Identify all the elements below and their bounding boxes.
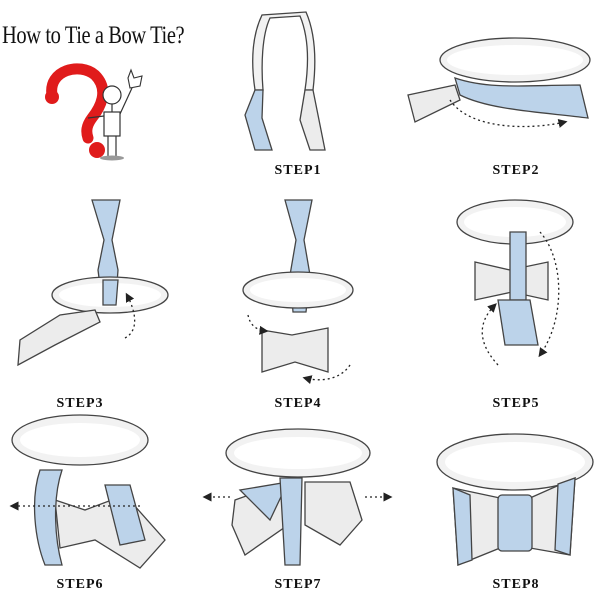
step3-label: STEP3 xyxy=(56,396,104,411)
step4-label: STEP4 xyxy=(274,396,322,411)
step3-illustration xyxy=(17,199,169,367)
step5-label: STEP5 xyxy=(492,396,540,411)
step5-illustration xyxy=(456,199,574,366)
step7-illustration xyxy=(202,428,393,566)
step4-illustration xyxy=(242,199,354,385)
step6-illustration xyxy=(9,414,166,569)
step2-illustration xyxy=(407,37,591,128)
step8-label: STEP8 xyxy=(492,577,540,592)
step2-label: STEP2 xyxy=(492,163,540,178)
step1-illustration xyxy=(244,11,326,151)
page-title: How to Tie a Bow Tie? xyxy=(2,22,185,49)
step8-illustration xyxy=(436,433,594,566)
step1-label: STEP1 xyxy=(274,163,322,178)
question-mark-mascot-icon xyxy=(45,63,143,161)
step6-label: STEP6 xyxy=(56,577,104,592)
step7-label: STEP7 xyxy=(274,577,322,592)
